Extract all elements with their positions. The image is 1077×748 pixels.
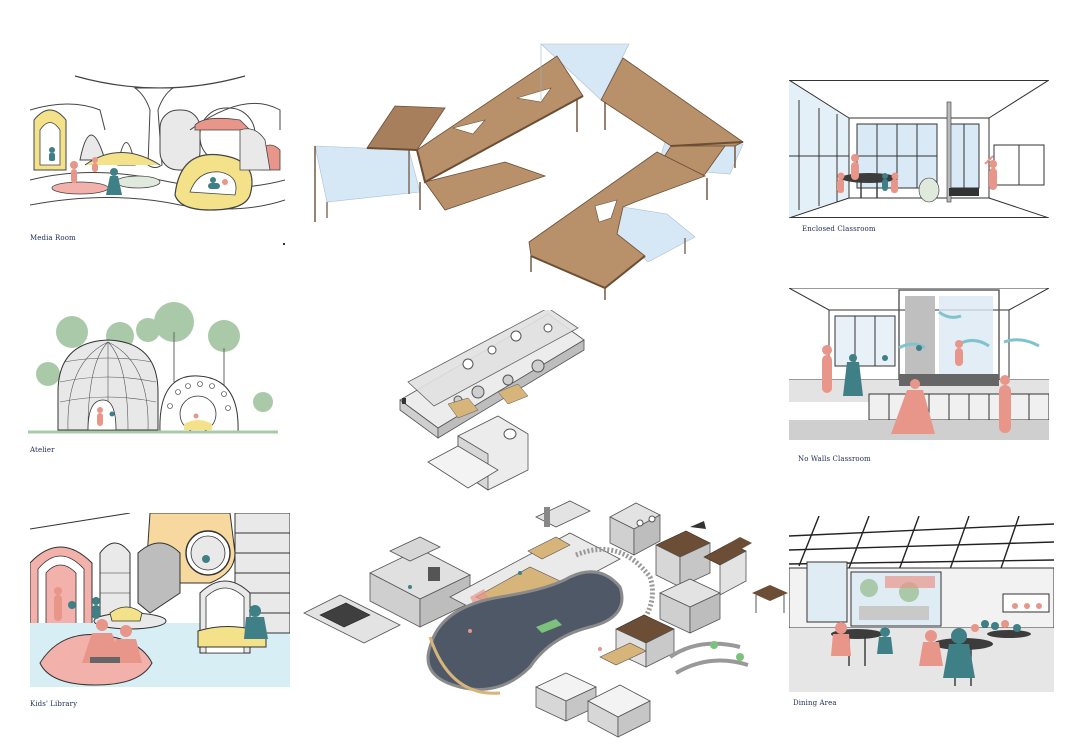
caption-no-walls-classroom: No Walls Classroom xyxy=(798,455,871,463)
caption-media-room: Media Room xyxy=(30,234,76,242)
caption-atelier: Atelier xyxy=(30,446,55,454)
media-room-illustration xyxy=(30,70,285,220)
atelier-illustration xyxy=(28,292,278,437)
kids-library-illustration xyxy=(30,513,290,687)
no-walls-classroom-illustration xyxy=(789,288,1049,440)
site-axonometric xyxy=(300,497,790,742)
caption-kids-library: Kids' Library xyxy=(30,700,78,708)
enclosed-classroom-illustration xyxy=(789,80,1049,218)
bullet-mark xyxy=(283,243,285,245)
dining-area-illustration xyxy=(789,516,1054,692)
roof-axonometric xyxy=(305,42,745,302)
caption-enclosed-classroom: Enclosed Classroom xyxy=(802,225,876,233)
section-axonometric xyxy=(398,310,588,495)
caption-dining-area: Dining Area xyxy=(793,699,837,707)
